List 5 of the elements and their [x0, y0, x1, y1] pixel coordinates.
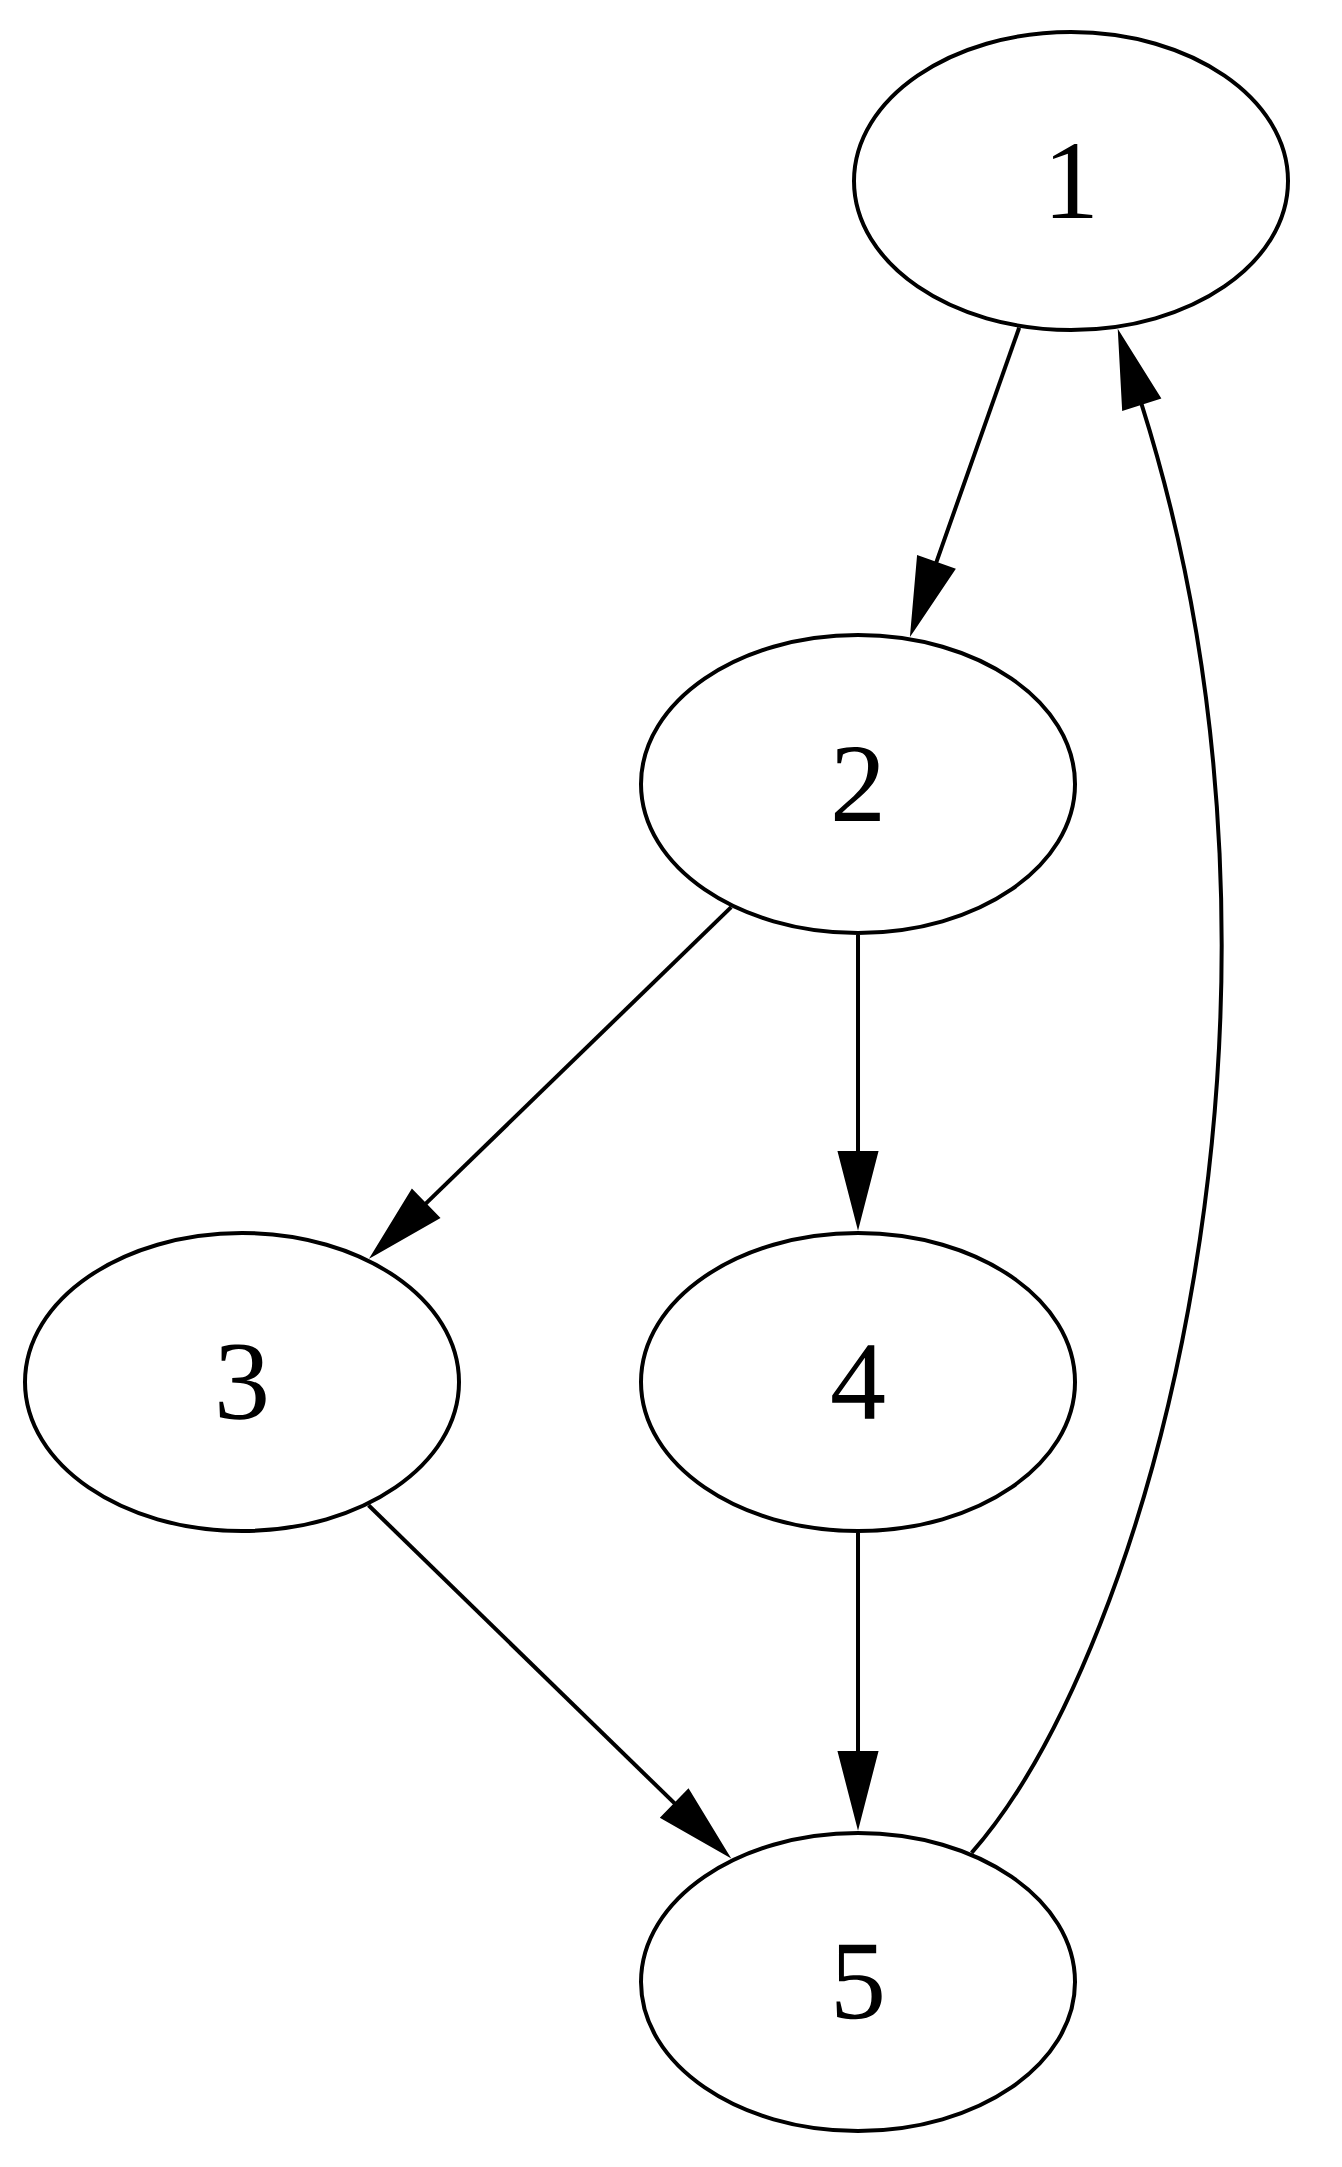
graph-node: 1 — [852, 30, 1290, 332]
graph-node: 4 — [639, 1231, 1077, 1533]
graph-node: 5 — [639, 1831, 1077, 2133]
graph-node: 3 — [23, 1231, 461, 1533]
graph-node: 2 — [639, 633, 1077, 935]
